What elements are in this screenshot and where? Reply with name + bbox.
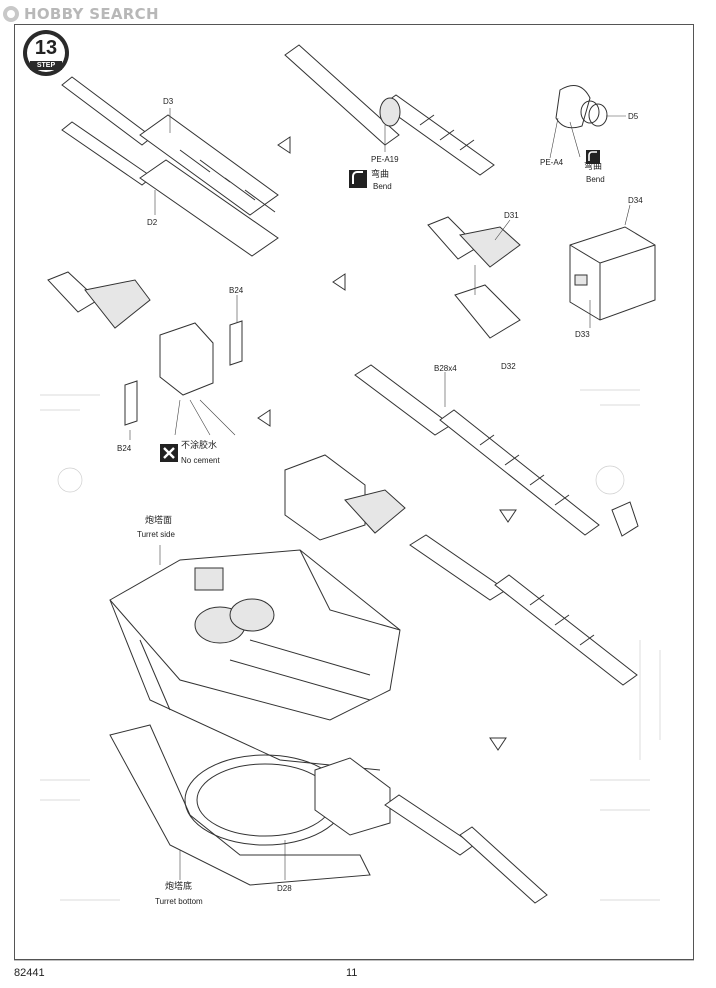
part-label-d5: D5 [628,112,639,121]
background-ghost-print [40,389,661,901]
turret-assembly [109,545,548,904]
mantlet-b24-assembly [47,271,243,440]
hobby-search-logo-icon [3,6,19,22]
bend-icon-2 [586,150,600,164]
direction-arrows [257,136,517,751]
turret-side-label-en: Turret side [137,530,175,539]
no-cement-label-en: No cement [181,456,220,465]
turret-bottom-label-en: Turret bottom [155,897,203,906]
part-label-d28: D28 [277,884,292,893]
no-cement-label-cn: 不涂胶水 [181,441,218,451]
bend-label-en-2: Bend [586,175,605,184]
bend-label-en: Bend [373,182,392,191]
product-code: 82441 [14,967,45,979]
turret-side-label-cn: 炮塔面 [145,516,173,526]
bend-label-cn-2: 弯曲 [584,162,603,172]
part-label-b24-bottom: B24 [117,444,132,453]
part-label-d33: D33 [575,330,590,339]
part-label-d32: D32 [501,362,516,371]
no-cement-icon [160,444,178,462]
part-label-pe-a4: PE-A4 [540,158,564,167]
pe-a4-d5-parts [549,85,626,159]
step-number: 13 [34,37,58,59]
mantlet-d31-d32 [427,216,521,339]
part-label-pe-a19: PE-A19 [371,155,399,164]
barrel-pe-a19 [284,44,495,176]
barrel-b28-assembly [354,364,639,537]
part-label-d2: D2 [147,218,158,227]
watermark-text: HOBBY SEARCH [24,5,159,23]
mount-d33-d34 [569,204,656,328]
part-label-d31: D31 [504,211,519,220]
barrel-assembly-d3-d2 [61,76,279,257]
bend-icon [349,170,367,188]
instruction-page-frame [14,24,694,960]
page-number: 11 [346,967,358,979]
watermark: HOBBY SEARCH [2,3,159,25]
part-label-b24-top: B24 [229,286,244,295]
bend-label-cn: 弯曲 [371,170,390,180]
mantlet-barrel-middle [284,454,638,686]
part-label-b28x4: B28x4 [434,364,457,373]
part-label-d3: D3 [163,97,174,106]
step-label: STEP [36,62,56,69]
step-badge-icon [23,30,69,76]
part-label-d34: D34 [628,196,643,205]
turret-bottom-label-cn: 炮塔底 [165,882,193,892]
